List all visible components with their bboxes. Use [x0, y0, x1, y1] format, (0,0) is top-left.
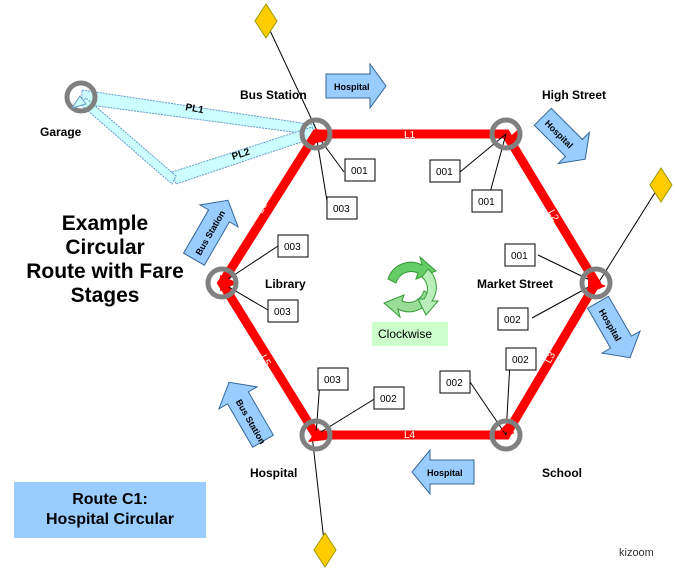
diagram-title: Example Circular Route with Fare Stages — [26, 212, 184, 307]
stop-bus-station[interactable] — [299, 117, 333, 151]
direction-arrow-bottom: Hospital — [411, 448, 475, 496]
svg-text:001: 001 — [511, 251, 528, 262]
link-l1: L1 — [404, 130, 416, 141]
stop-label-school: School — [542, 466, 582, 480]
clockwise-icon — [383, 255, 440, 319]
stop-label-hospital: Hospital — [250, 466, 297, 480]
stop-label-library: Library — [265, 277, 306, 291]
svg-text:001: 001 — [436, 167, 453, 178]
diamond-markers — [254, 3, 673, 568]
svg-text:002: 002 — [446, 378, 463, 389]
direction-arrow-right: Hospital — [586, 295, 642, 359]
stop-label-market-street: Market Street — [477, 277, 553, 291]
svg-text:002: 002 — [504, 315, 521, 326]
stop-high-street[interactable] — [489, 117, 523, 151]
route-name: Hospital Circular — [45, 511, 175, 528]
svg-text:Hospital: Hospital — [334, 82, 370, 92]
svg-text:003: 003 — [324, 375, 341, 386]
fare-code-school-b: 002 — [505, 347, 537, 371]
positioning-links: PL1 PL2 — [79, 89, 317, 185]
clockwise-label: Clockwise — [372, 322, 448, 346]
fare-code-high-street-a: 001 — [429, 159, 461, 183]
svg-text:001: 001 — [351, 166, 368, 177]
fare-code-library-b: 003 — [267, 299, 299, 323]
diamond-right — [649, 167, 673, 203]
stop-market-street[interactable] — [579, 266, 613, 300]
link-l4: L4 — [404, 430, 416, 441]
stop-circles — [64, 80, 613, 452]
svg-text:002: 002 — [380, 394, 397, 405]
fare-code-hospital-a: 003 — [317, 367, 349, 391]
fare-code-library-a: 003 — [277, 234, 309, 258]
fare-code-market-street-b: 002 — [497, 307, 529, 331]
route-number: Route C1: — [72, 491, 148, 508]
direction-arrow-top: Hospital — [325, 62, 387, 110]
svg-text:001: 001 — [478, 197, 495, 208]
svg-text:003: 003 — [333, 204, 350, 215]
svg-text:Hospital: Hospital — [427, 468, 463, 478]
brand-logo: kizoom — [619, 547, 654, 559]
link-pl1 — [81, 89, 316, 136]
stop-garage[interactable] — [64, 80, 98, 114]
stop-label-high-street: High Street — [542, 88, 606, 102]
fare-code-bus-station-b: 003 — [326, 196, 358, 220]
fare-code-bus-station-a: 001 — [344, 158, 376, 182]
pl2-label: PL2 — [231, 147, 252, 163]
stop-arrows — [220, 128, 606, 442]
stop-label-bus-station: Bus Station — [240, 88, 307, 102]
pl1-label: PL1 — [184, 102, 204, 116]
svg-text:Clockwise: Clockwise — [378, 327, 432, 341]
diamond-bottom — [313, 532, 337, 568]
direction-arrow-bottom-left: Bus Station — [217, 381, 275, 448]
fare-code-school-a: 002 — [439, 370, 471, 394]
link-l5: L5 — [257, 353, 272, 369]
route-box: Route C1: Hospital Circular — [14, 482, 206, 538]
stop-label-garage: Garage — [40, 125, 82, 139]
direction-arrow-top-right: Hospital — [533, 107, 591, 165]
link-l3: L3 — [543, 350, 558, 366]
svg-text:002: 002 — [512, 355, 529, 366]
link-l6: L6 — [255, 200, 270, 216]
stop-hospital[interactable] — [299, 418, 333, 452]
fare-code-market-street-a: 001 — [504, 243, 536, 267]
svg-text:003: 003 — [274, 307, 291, 318]
diamond-top — [254, 3, 278, 39]
fare-code-high-street-b: 001 — [471, 189, 503, 213]
link-l2: L2 — [545, 208, 560, 224]
svg-text:003: 003 — [284, 242, 301, 253]
fare-code-hospital-b: 002 — [373, 386, 405, 410]
stop-library[interactable] — [205, 266, 239, 300]
stop-school[interactable] — [489, 418, 523, 452]
